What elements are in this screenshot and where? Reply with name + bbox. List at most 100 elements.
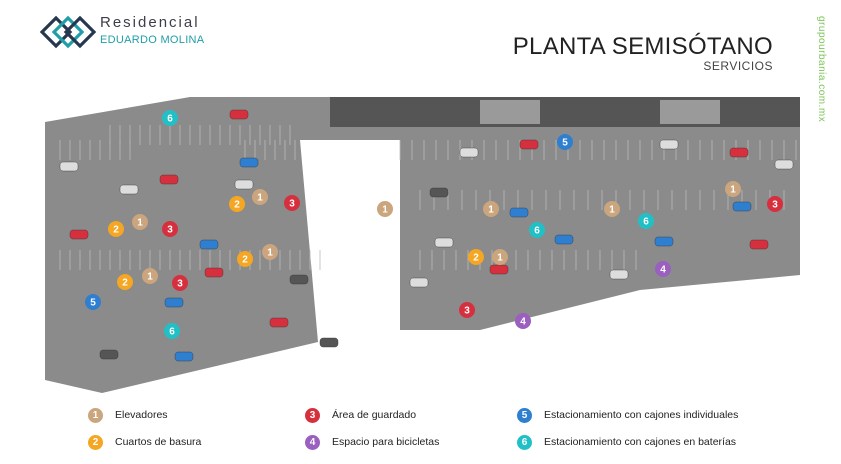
plan-marker-number: 1 [497,253,503,264]
car [609,269,629,280]
plan-marker-4: 4 [515,313,531,329]
legend-item-cajones-baterias: 6 Estacionamiento con cajones en batería… [517,434,736,450]
plan-marker-circle [529,222,545,238]
top-strip-light-2 [660,100,720,124]
plan-marker-number: 6 [167,114,173,125]
car [429,187,449,198]
west-wing-floor [45,97,330,393]
plan-marker-1: 1 [492,249,508,265]
brand-name: Residencial [100,14,200,31]
parked-cars [59,109,794,362]
plan-marker-5: 5 [85,294,101,310]
plan-marker-number: 4 [520,317,526,328]
plan-marker-number: 1 [137,218,143,229]
plan-marker-circle [237,251,253,267]
plan-marker-circle [162,110,178,126]
plan-marker-number: 1 [257,193,263,204]
car [59,161,79,172]
car [509,207,529,218]
car [239,157,259,168]
plan-marker-1: 1 [377,201,393,217]
plan-marker-number: 6 [169,327,175,338]
car [409,277,429,288]
plan-marker-circle [284,195,300,211]
plan-marker-number: 6 [643,217,649,228]
top-strip [330,97,800,127]
legend-label-5: Estacionamiento con cajones individuales [544,409,739,421]
page-title: PLANTA SEMISÓTANO [512,33,773,60]
plan-marker-2: 2 [229,196,245,212]
plan-marker-6: 6 [164,323,180,339]
car [269,317,289,328]
plan-marker-circle [459,302,475,318]
car [654,236,674,247]
plan-marker-number: 5 [562,138,568,149]
car [229,109,249,120]
plan-marker-number: 4 [660,265,666,276]
plan-marker-circle [229,196,245,212]
plan-marker-number: 1 [267,248,273,259]
plan-marker-circle [468,249,484,265]
plan-marker-6: 6 [638,213,654,229]
plan-marker-circle [604,201,620,217]
car [69,229,89,240]
legend-item-cajones-individuales: 5 Estacionamiento con cajones individual… [517,407,738,423]
legend-label-3: Área de guardado [332,409,417,421]
legend-marker-1: 1 [88,407,103,423]
plan-marker-1: 1 [142,268,158,284]
plan-marker-1: 1 [725,181,741,197]
plan-marker-number: 2 [473,253,479,264]
plan-marker-6: 6 [162,110,178,126]
legend-marker-5: 5 [517,407,532,423]
plan-marker-2: 2 [237,251,253,267]
car [99,349,119,360]
east-wing-floor [330,97,800,330]
car [659,139,679,150]
car [199,239,219,250]
brand-logo: Residencial EDUARDO MOLINA [40,10,220,54]
plan-marker-1: 1 [252,189,268,205]
logo-mark-icon [40,15,96,49]
car [289,274,309,285]
plan-marker-6: 6 [529,222,545,238]
plan-marker-circle [557,134,573,150]
plan-marker-circle [85,294,101,310]
plan-marker-number: 1 [382,205,388,216]
car [519,139,539,150]
plan-marker-circle [162,221,178,237]
plan-marker-circle [108,221,124,237]
legend-label-2: Cuartos de basura [115,436,202,448]
plan-marker-circle [377,201,393,217]
plan-marker-number: 3 [167,225,173,236]
plan-marker-2: 2 [468,249,484,265]
plan-marker-5: 5 [557,134,573,150]
plan-marker-number: 3 [177,279,183,290]
plan-marker-circle [655,261,671,277]
plan-marker-number: 6 [534,226,540,237]
car [554,234,574,245]
plan-marker-circle [483,201,499,217]
car [749,239,769,250]
car [319,337,339,348]
car [459,147,479,158]
legend-marker-3: 3 [305,407,320,423]
plan-marker-4: 4 [655,261,671,277]
legend-item-elevadores: 1 Elevadores [88,407,168,423]
car [774,159,794,170]
legend-item-area-guardado: 3 Área de guardado [305,407,416,423]
car [204,267,224,278]
plan-marker-1: 1 [483,201,499,217]
legend-marker-4: 4 [305,434,320,450]
brand-subname: EDUARDO MOLINA [100,34,205,46]
plan-marker-number: 1 [488,205,494,216]
plan-marker-3: 3 [767,196,783,212]
car [159,174,179,185]
floor-area [45,97,800,393]
plan-marker-circle [492,249,508,265]
legend-item-cuartos-basura: 2 Cuartos de basura [88,434,201,450]
top-strip-light-1 [480,100,540,124]
plan-marker-1: 1 [262,244,278,260]
legend-label-6: Estacionamiento con cajones en baterías [544,436,737,448]
car [729,147,749,158]
plan-marker-number: 5 [90,298,96,309]
